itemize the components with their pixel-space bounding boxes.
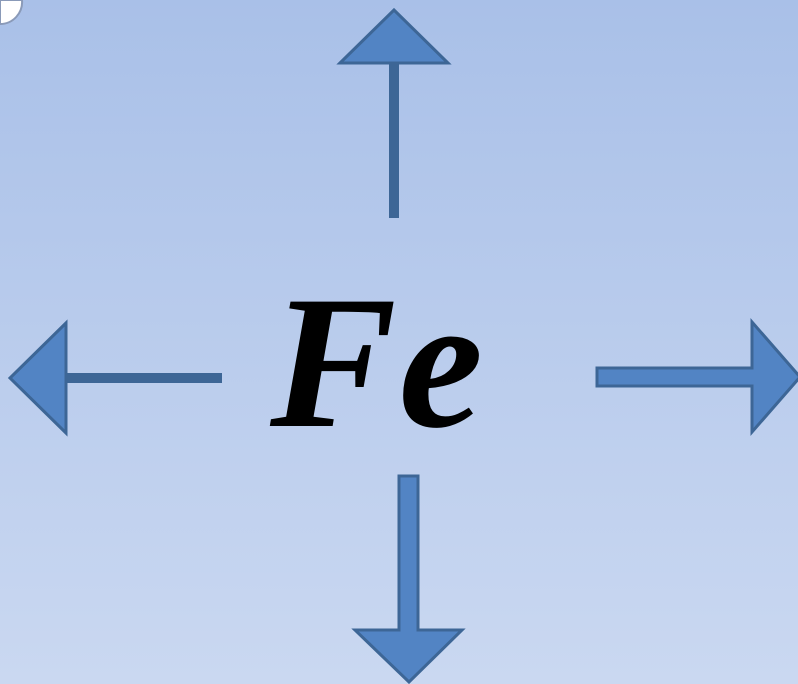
element-symbol-label: Fe (270, 258, 486, 468)
arrow-up (336, 7, 452, 218)
corner-decoration (0, 0, 24, 26)
arrow-down (351, 474, 466, 684)
arrow-right (595, 318, 798, 436)
arrow-left (7, 319, 222, 437)
arrow-left-head (7, 319, 68, 437)
arrow-down-body (351, 474, 466, 684)
arrow-right-body (595, 318, 798, 436)
arrow-up-head (336, 7, 452, 65)
